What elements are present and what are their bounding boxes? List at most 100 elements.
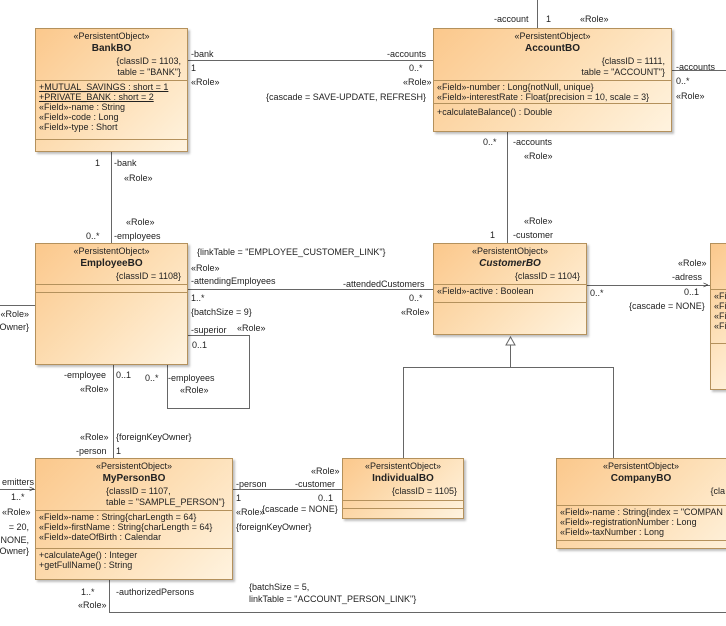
attributes-compartment: «Fi«Fi«Fi«Fi	[711, 290, 726, 344]
role-label: -person	[76, 446, 107, 456]
stereotype-label: «Role»	[524, 216, 553, 226]
attribute: «Field»-name : String{charLength = 64}	[39, 512, 197, 522]
constraint-label: NONE,	[0, 535, 29, 545]
class-name: CustomerBO	[479, 258, 541, 269]
tagged-values: {classID = 1105}	[391, 486, 457, 496]
class-employeebo[interactable]: «PersistentObject»EmployeeBO {classID = …	[35, 243, 188, 365]
role-label: -bank	[191, 49, 214, 59]
attribute: «Field»-type : Short	[39, 122, 118, 132]
role-label: -accounts	[676, 62, 716, 72]
multiplicity: 0..*	[409, 63, 423, 73]
class-name: MyPersonBO	[102, 473, 166, 484]
operation: +calculateBalance() : Double	[437, 107, 553, 117]
assoc-bank-employee	[111, 152, 112, 243]
class-bankbo[interactable]: «PersistentObject»BankBO {classID = 1103…	[35, 28, 188, 152]
constraint-label: {foreignKeyOwner}	[116, 432, 192, 442]
stereotype: «PersistentObject»	[364, 461, 442, 471]
assoc-customer-address	[587, 285, 710, 286]
multiplicity: 1	[116, 446, 122, 456]
class-individualbo[interactable]: «PersistentObject» IndividualBO {classID …	[342, 458, 464, 519]
tagged-values: {classID = 1103,table = "BANK"}	[116, 56, 181, 77]
stereotype-label: «Role»	[311, 466, 340, 476]
generalization-line	[510, 345, 511, 367]
operations-compartment	[36, 140, 187, 142]
multiplicity: 0..*	[590, 288, 604, 298]
stereotype-label: «Role»	[580, 14, 609, 24]
stereotype-label: «Role»	[191, 77, 220, 87]
stereotype: «PersistentObject»	[95, 461, 173, 471]
constraint-label: linkTable = "ACCOUNT_PERSON_LINK"}	[249, 594, 417, 604]
operations-compartment	[36, 293, 187, 295]
constraint-label: {batchSize = 5,	[249, 582, 310, 592]
tagged-values: {classID = 1107,table = "SAMPLE_PERSON"}	[106, 486, 225, 507]
class-name: CompanyBO	[610, 473, 672, 484]
stereotype-label: «Role»	[237, 323, 266, 333]
stereotype-label: «Role»	[0, 309, 29, 319]
arrow-head-icon: >	[703, 280, 709, 290]
stereotype-label: «Role»	[524, 151, 553, 161]
attributes-compartment: «Field»-active : Boolean	[434, 285, 586, 303]
arrow-head-icon: >	[29, 484, 35, 494]
operations-compartment	[434, 303, 586, 305]
attributes-compartment	[36, 285, 187, 293]
multiplicity: 0..*	[145, 373, 159, 383]
stereotype: «PersistentObject»	[73, 31, 150, 41]
attributes-compartment	[343, 501, 463, 509]
constraint-label: = 20,	[8, 522, 29, 532]
multiplicity: 1..*	[11, 492, 25, 502]
class-name: IndividualBO	[372, 473, 434, 484]
assoc-person-individual	[233, 489, 342, 490]
constraint-label: {linkTable = "EMPLOYEE_CUSTOMER_LINK"}	[197, 247, 386, 257]
assoc-bank-account	[188, 60, 433, 61]
constraint-label: {cascade = NONE}	[629, 301, 705, 311]
stereotype-label: «Role»	[78, 600, 107, 610]
role-label: -adress	[672, 272, 703, 282]
multiplicity: 1	[95, 158, 101, 168]
assoc-account-top	[537, 0, 538, 28]
class-accountbo[interactable]: «PersistentObject»AccountBO {classID = 1…	[433, 28, 672, 132]
attribute: «Field»-code : Long	[39, 112, 119, 122]
tagged-values: {classID = 1104}	[514, 271, 580, 281]
role-label: -account	[494, 14, 529, 24]
operations-compartment: +calculateBalance() : Double	[434, 104, 671, 118]
class-address-partial[interactable]: «Fi«Fi«Fi«Fi	[710, 243, 726, 390]
constraint-label: {cascade = NONE}	[262, 504, 338, 514]
multiplicity: 0..*	[676, 76, 690, 86]
constraint-label: Owner}	[0, 322, 29, 332]
attributes-compartment: «Field»-number : Long{notNull, unique} «…	[434, 81, 671, 104]
attribute: «Field»-active : Boolean	[437, 286, 534, 296]
multiplicity: 1	[191, 63, 197, 73]
generalization-line	[403, 367, 404, 458]
multiplicity: 0..1	[684, 287, 700, 297]
self-loop	[249, 335, 250, 408]
role-label: -superior	[191, 325, 227, 335]
role-label: -customer	[295, 479, 336, 489]
operations-compartment	[343, 509, 463, 511]
stereotype: «PersistentObject»	[73, 246, 150, 256]
generalization-line	[613, 367, 614, 458]
stereotype: «PersistentObject»	[602, 461, 680, 471]
stereotype-label: «Role»	[191, 263, 220, 273]
class-name: AccountBO	[525, 43, 580, 54]
assoc-account-right	[672, 70, 726, 71]
operation: +calculateAge() : Integer	[39, 550, 138, 560]
stereotype-label: «Role»	[401, 307, 430, 317]
class-mypersonbo[interactable]: «PersistentObject» MyPersonBO {classID = …	[35, 458, 233, 580]
attribute: «Field»-interestRate : Float{precision =…	[437, 92, 650, 102]
role-label: -bank	[114, 158, 137, 168]
attribute: «Field»-firstName : String{charLength = …	[39, 522, 213, 532]
class-companybo[interactable]: «PersistentObject» CompanyBO {cla «Field»…	[556, 458, 726, 549]
tagged-values: {cla	[710, 486, 725, 496]
stereotype-label: «Role»	[678, 258, 707, 268]
attribute: «Field»-name : String{index = "COMPAN	[560, 507, 723, 517]
multiplicity: 1..*	[191, 293, 205, 303]
class-name: EmployeeBO	[80, 258, 143, 269]
constraint-label: {foreignKeyOwner}	[236, 522, 312, 532]
attribute: «Field»-number : Long{notNull, unique}	[437, 82, 594, 92]
assoc-account-customer	[507, 132, 508, 243]
constraint-label: {batchSize = 9}	[191, 307, 252, 317]
stereotype-label: «Role»	[80, 384, 109, 394]
stereotype-label: «Role»	[80, 432, 109, 442]
assoc-employee-person	[113, 365, 114, 458]
class-customerbo[interactable]: «PersistentObject»CustomerBO {classID = …	[433, 243, 587, 335]
